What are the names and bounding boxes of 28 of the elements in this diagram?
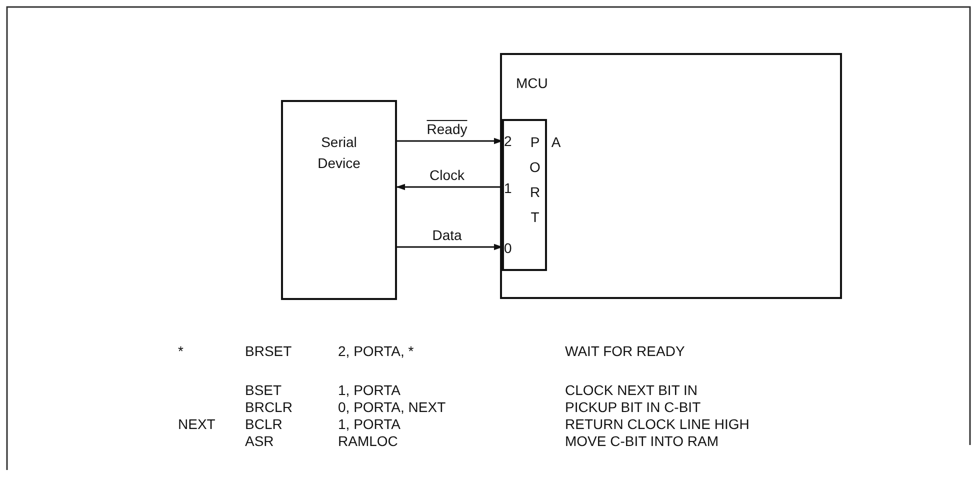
signal-arrow: [396, 184, 503, 190]
code-operand: 2, PORTA, *: [338, 343, 414, 359]
code-label: *: [178, 343, 184, 359]
signal-arrow: [396, 244, 503, 250]
code-comment: CLOCK NEXT BIT IN: [565, 382, 698, 398]
block-title: MCU: [516, 74, 548, 93]
code-comment: MOVE C-BIT INTO RAM: [565, 433, 718, 449]
code-operand: 1, PORTA: [338, 416, 401, 432]
code-comment: WAIT FOR READY: [565, 343, 685, 359]
code-mnemonic: BCLR: [245, 416, 282, 432]
device-box: [281, 100, 397, 300]
code-mnemonic: BSET: [245, 382, 282, 398]
code-comment: RETURN CLOCK LINE HIGH: [565, 416, 750, 432]
code-label: NEXT: [178, 416, 216, 432]
pin-number: 1: [504, 180, 512, 196]
code-operand: 0, PORTA, NEXT: [338, 399, 446, 415]
code-mnemonic: BRSET: [245, 343, 292, 359]
code-operand: 1, PORTA: [338, 382, 401, 398]
code-mnemonic: BRCLR: [245, 399, 292, 415]
mcu-box: [500, 53, 842, 299]
pin-number: 2: [504, 133, 512, 149]
code-mnemonic: ASR: [245, 433, 274, 449]
block-label: Serial Device: [316, 133, 362, 173]
code-comment: PICKUP BIT IN C-BIT: [565, 399, 701, 415]
pin-number: 0: [504, 240, 512, 256]
signal-arrow: [396, 138, 503, 144]
port-label: PORT A: [526, 134, 565, 236]
code-operand: RAMLOC: [338, 433, 398, 449]
